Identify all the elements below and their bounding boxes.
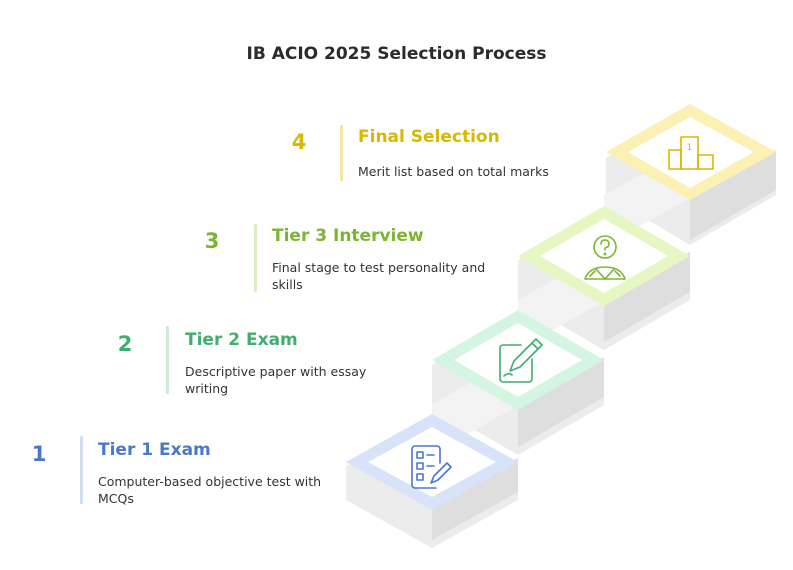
step-4-divider (340, 125, 343, 181)
step-2-description: Descriptive paper with essay writing (185, 364, 367, 396)
svg-text:1: 1 (687, 143, 693, 153)
step-3-platform (518, 206, 690, 306)
checklist-pencil-icon (411, 445, 452, 489)
pen-paper-icon (499, 338, 543, 383)
step-3-heading: Tier 3 Interview (272, 226, 424, 246)
step-4-heading: Final Selection (358, 127, 500, 147)
step-2-divider (166, 326, 169, 394)
step-3-divider (254, 224, 257, 292)
step-4-description: Merit list based on total marks (358, 164, 549, 179)
podium-icon: 1 (668, 136, 714, 170)
step-2-number: 2 (117, 332, 133, 356)
step-4-number: 4 (291, 130, 307, 154)
step-2-platform (432, 310, 604, 410)
step-4-platform (606, 104, 776, 200)
step-1-divider (80, 436, 83, 504)
step-3-number: 3 (204, 229, 220, 253)
step-3-description: Final stage to test personality and skil… (272, 260, 486, 292)
page-title: IB ACIO 2025 Selection Process (246, 44, 547, 64)
step-1-description: Computer-based objective test with MCQs (98, 474, 322, 506)
step-1-heading: Tier 1 Exam (98, 440, 211, 460)
step-1-number: 1 (31, 442, 47, 466)
interview-person-question-icon (584, 235, 626, 280)
step-2-heading: Tier 2 Exam (185, 330, 298, 350)
step-1-platform (346, 414, 518, 510)
